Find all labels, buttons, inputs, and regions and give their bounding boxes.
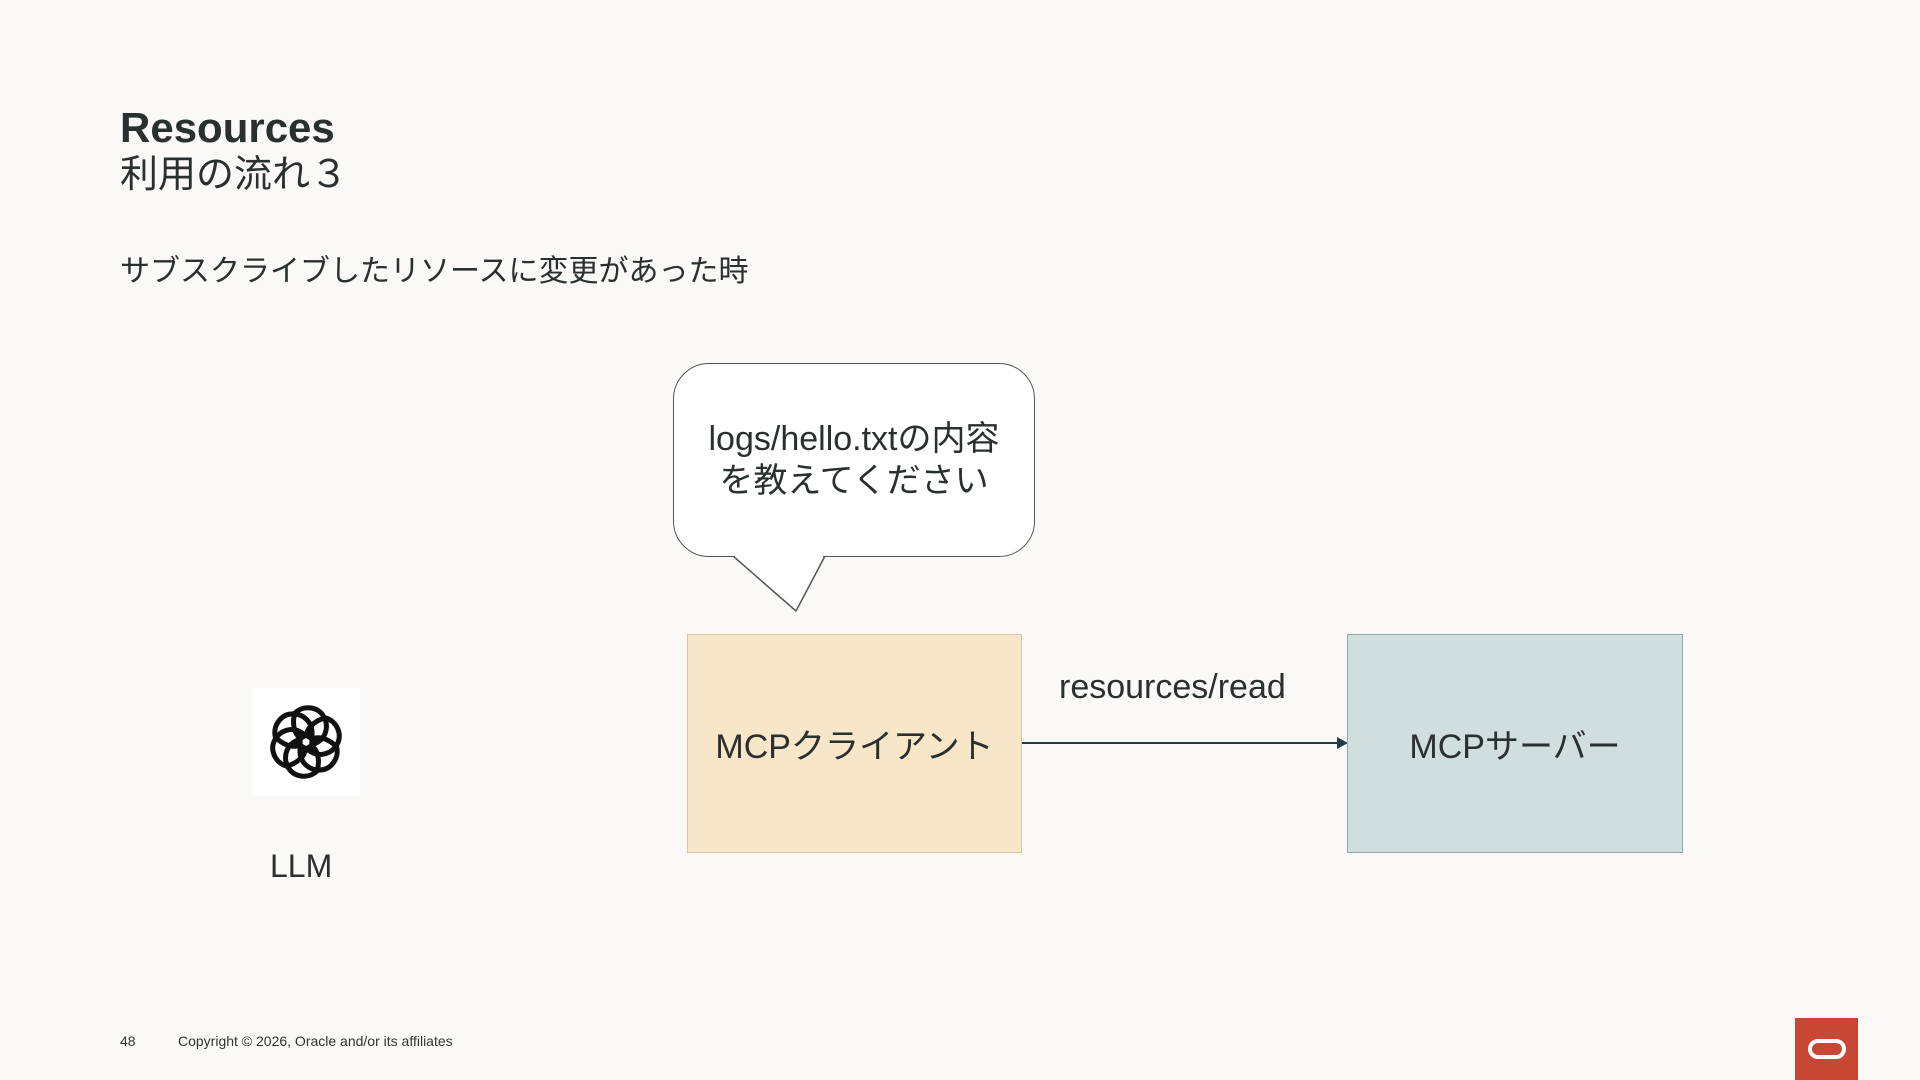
mcp-server-label: MCPサーバー xyxy=(1409,728,1621,766)
slide-description: サブスクライブしたリソースに変更があった時 xyxy=(120,255,749,288)
copyright-text: Copyright © 2026, Oracle and/or its affi… xyxy=(178,1033,453,1049)
llm-logo xyxy=(252,688,360,796)
slide-subtitle: 利用の流れ３ xyxy=(120,154,349,196)
speech-bubble-text: logs/hello.txtの内容 を教えてください xyxy=(708,419,1000,501)
page-number: 48 xyxy=(120,1033,136,1049)
mcp-client-label: MCPクライアント xyxy=(715,728,994,766)
llm-label: LLM xyxy=(270,848,333,884)
slide-title: Resources xyxy=(120,104,335,151)
openai-knot-icon xyxy=(270,705,342,779)
speech-bubble: logs/hello.txtの内容 を教えてください xyxy=(673,363,1035,557)
oracle-logo-icon xyxy=(1807,1039,1846,1059)
oracle-logo xyxy=(1795,1018,1858,1080)
mcp-client-box: MCPクライアント xyxy=(687,634,1022,853)
mcp-server-box: MCPサーバー xyxy=(1347,634,1683,853)
arrow-label: resources/read xyxy=(1059,668,1286,706)
